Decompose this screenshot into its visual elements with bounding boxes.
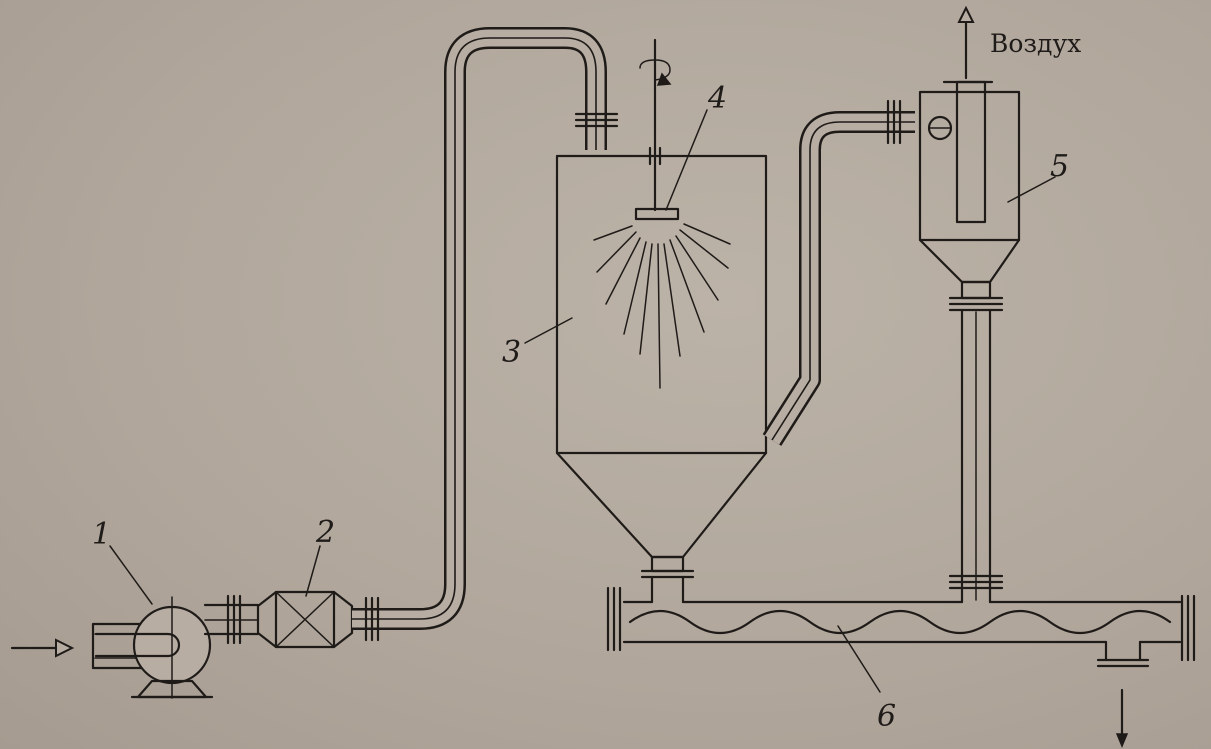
screw-conveyor (606, 586, 1196, 668)
product-outlet-arrow (1115, 688, 1129, 748)
filter (256, 590, 354, 649)
pipe-filter-dryer (352, 27, 619, 642)
label-pump: 1 (92, 517, 111, 552)
inlet-arrow (10, 638, 75, 658)
pipe-pump-filter (203, 594, 260, 645)
cyclone (918, 80, 1021, 300)
label-filter: 2 (315, 515, 335, 550)
atomizer (634, 38, 680, 221)
label-screw-conveyor: 6 (877, 699, 896, 734)
label-atomizer: 4 (707, 81, 727, 116)
leader-lines (109, 109, 1056, 693)
pipe-cyclone-conveyor (948, 296, 1004, 604)
spray-pattern (593, 223, 731, 389)
pump (91, 596, 214, 699)
dryer-chamber (555, 154, 768, 592)
label-dryer-chamber: 3 (502, 335, 521, 370)
pipe-dryer-cyclone (762, 99, 915, 446)
air-outlet-arrow (957, 5, 975, 80)
label-cyclone: 5 (1050, 149, 1069, 184)
label-air-outlet: Воздух (990, 29, 1081, 58)
